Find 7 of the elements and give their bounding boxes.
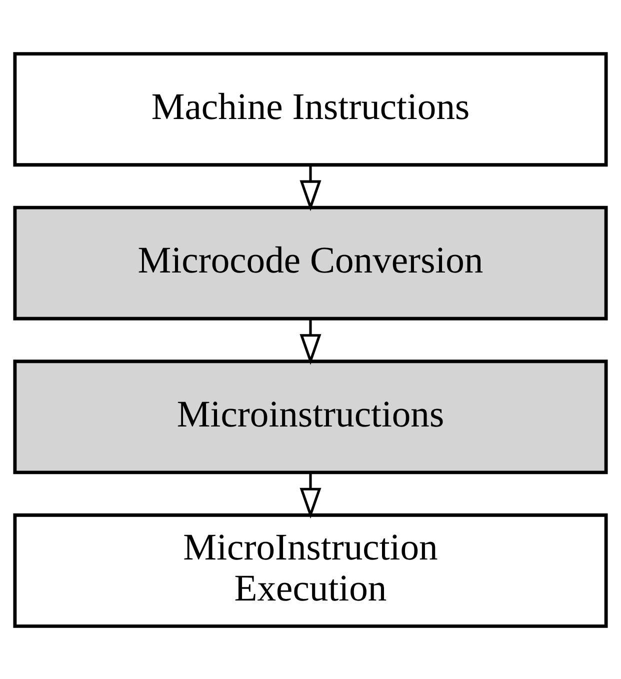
node-box: MicroInstruction Execution <box>13 512 608 628</box>
node-box: Machine Instructions <box>13 52 608 166</box>
arrow <box>300 472 322 518</box>
arrow <box>300 318 322 364</box>
arrow <box>300 164 322 211</box>
node-box: Microinstructions <box>13 359 608 474</box>
node-box: Microcode Conversion <box>13 205 608 320</box>
